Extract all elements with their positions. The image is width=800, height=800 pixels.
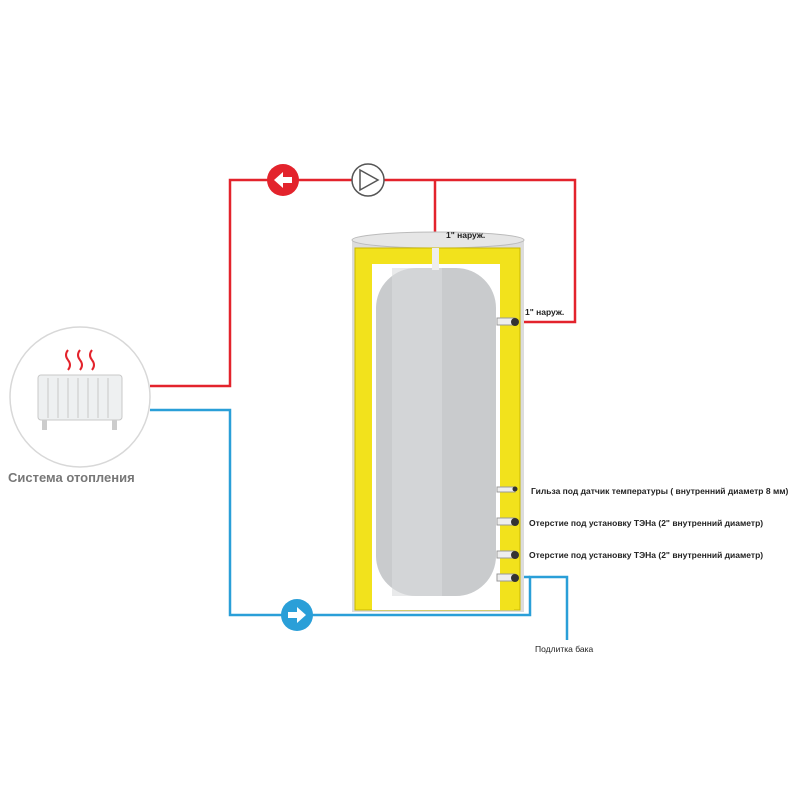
refill-label: Подлитка бака — [535, 644, 594, 654]
side-port-label: 1" наруж. — [525, 307, 565, 317]
pump-icon — [351, 163, 385, 197]
heater-port-2-label: Отерстие под установку ТЭНа (2" внутренн… — [529, 550, 764, 560]
buffer-tank — [351, 231, 525, 612]
heater-port-1-label: Отерстие под установку ТЭНа (2" внутренн… — [529, 518, 764, 528]
radiator-icon — [9, 326, 151, 468]
arrow-right-icon — [281, 599, 313, 631]
arrow-left-icon — [267, 164, 299, 196]
sensor-sleeve-label: Гильза под датчик температуры ( внутренн… — [531, 486, 789, 496]
heating-system-label: Система отопления — [8, 470, 135, 485]
top-port-label: 1" наруж. — [446, 230, 486, 240]
